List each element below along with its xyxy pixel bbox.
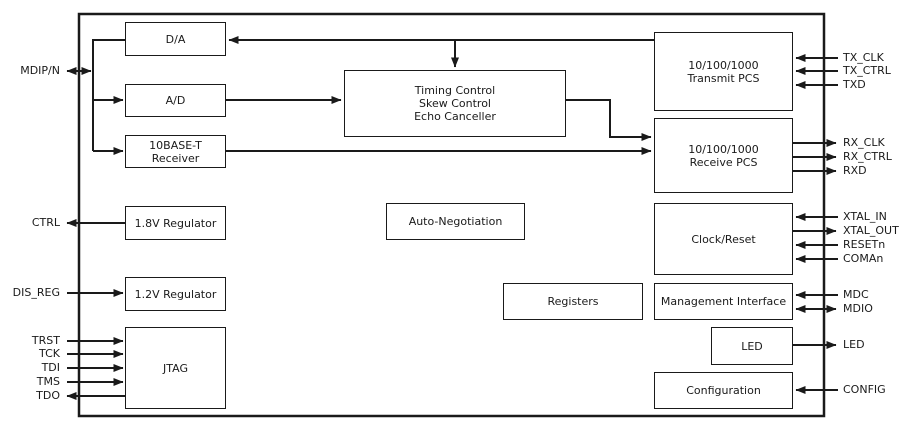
pin-txd-label: TXD [843,78,866,91]
block-registers-label: Registers [547,295,599,308]
block-transmit-pcs: 10/100/1000 Transmit PCS [654,32,793,111]
pin-tms: TMS [0,374,60,390]
block-1v2-regulator: 1.2V Regulator [125,277,226,311]
pin-txclk-label: TX_CLK [843,51,884,64]
pin-txctrl-label: TX_CTRL [843,64,891,77]
pin-mdc-label: MDC [843,288,869,301]
pin-tms-label: TMS [36,375,60,388]
pin-xtalin: XTAL_IN [843,209,918,225]
block-led-label: LED [741,339,763,353]
block-1v8-regulator: 1.8V Regulator [125,206,226,240]
block-ad: A/D [125,84,226,117]
block-led: LED [711,327,793,365]
pin-txctrl: TX_CTRL [843,63,918,79]
pin-tdo: TDO [0,388,60,404]
pin-xtalout-label: XTAL_OUT [843,224,899,237]
block-registers: Registers [503,283,643,320]
pin-disreg-label: DIS_REG [12,286,60,299]
pin-txclk: TX_CLK [843,50,918,66]
block-10baset-receiver-label: 10BASE-T Receiver [149,138,202,165]
pin-config-label: CONFIG [843,383,886,396]
pin-mdc: MDC [843,287,918,303]
block-management-interface: Management Interface [654,283,793,320]
block-1v2-regulator-label: 1.2V Regulator [134,287,217,301]
block-jtag-label: JTAG [163,361,188,375]
wire-analog-bus [92,39,125,151]
block-da-label: D/A [165,32,186,46]
pin-tck: TCK [0,346,60,362]
block-timing-control: Timing Control Skew Control Echo Cancell… [344,70,566,137]
pin-mdio: MDIO [843,301,918,317]
pin-rxclk: RX_CLK [843,135,918,151]
block-da: D/A [125,22,226,56]
pin-tdo-label: TDO [36,389,60,402]
pin-trst: TRST [0,333,60,349]
block-auto-negotiation: Auto-Negotiation [386,203,525,240]
pin-rxctrl: RX_CTRL [843,149,918,165]
block-1v8-regulator-label: 1.8V Regulator [134,216,217,230]
wire-timing-to-rxpcs [566,99,652,141]
pin-rxclk-label: RX_CLK [843,136,885,149]
pin-config: CONFIG [843,382,918,398]
block-ad-label: A/D [165,94,186,107]
block-management-interface-label: Management Interface [660,295,787,308]
pin-txd: TXD [843,77,918,93]
block-clock-reset: Clock/Reset [654,203,793,275]
pin-xtalin-label: XTAL_IN [843,210,887,223]
pin-coman: COMAn [843,251,918,267]
pin-trst-label: TRST [31,334,60,347]
pin-mdipn-label: MDIP/N [20,64,60,77]
block-receive-pcs-label: 10/100/1000 Receive PCS [688,142,759,169]
pin-tck-label: TCK [39,347,60,360]
block-auto-negotiation-label: Auto-Negotiation [408,215,503,228]
pin-led: LED [843,337,918,353]
chip-outline [77,12,826,418]
pin-resetn: RESETn [843,237,918,253]
pin-rxd: RXD [843,163,918,179]
block-10baset-receiver: 10BASE-T Receiver [125,135,226,168]
pin-rxctrl-label: RX_CTRL [843,150,892,163]
block-transmit-pcs-label: 10/100/1000 Transmit PCS [687,58,760,85]
pin-tdi: TDI [0,360,60,376]
pin-ctrl: CTRL [0,215,60,231]
pin-xtalout: XTAL_OUT [843,223,918,239]
pin-led-label: LED [843,338,865,351]
block-receive-pcs: 10/100/1000 Receive PCS [654,118,793,193]
pin-rxd-label: RXD [843,164,867,177]
pin-disreg: DIS_REG [0,285,60,301]
pin-mdipn: MDIP/N [0,63,60,79]
pin-ctrl-label: CTRL [31,216,60,229]
block-configuration-label: Configuration [686,384,761,397]
block-clock-reset-label: Clock/Reset [691,232,756,246]
pin-resetn-label: RESETn [843,238,886,251]
pin-mdio-label: MDIO [843,302,873,315]
pin-tdi-label: TDI [41,361,60,374]
pin-coman-label: COMAn [843,252,884,265]
block-timing-control-label: Timing Control Skew Control Echo Cancell… [414,84,496,123]
block-configuration: Configuration [654,372,793,409]
block-jtag: JTAG [125,327,226,409]
